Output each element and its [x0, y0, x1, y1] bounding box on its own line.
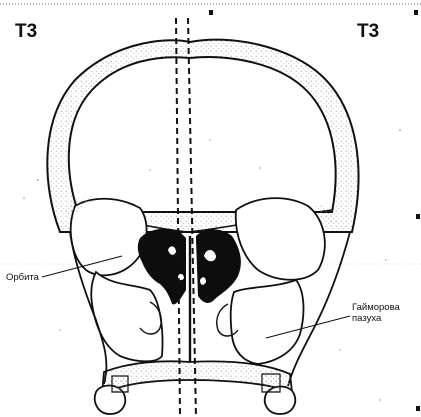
- corner-marker: [209, 10, 213, 15]
- left-maxilla: [91, 272, 162, 361]
- right-maxilla: [231, 280, 304, 364]
- maxillary-sinus-label: Гайморова пазуха: [352, 303, 400, 325]
- maxillary-sinus-label-line2: пазуха: [352, 314, 400, 325]
- corner-marker: [414, 10, 418, 15]
- t3-label-left: T3: [15, 22, 37, 41]
- corner-marker: [416, 214, 420, 219]
- left-alveolar-stipple: [112, 376, 128, 392]
- t3-label-right: T3: [357, 22, 379, 41]
- orbita-label: Орбита: [6, 273, 39, 284]
- right-orbit: [236, 198, 325, 280]
- right-alveolar-stipple: [262, 374, 280, 392]
- corner-marker: [416, 406, 420, 411]
